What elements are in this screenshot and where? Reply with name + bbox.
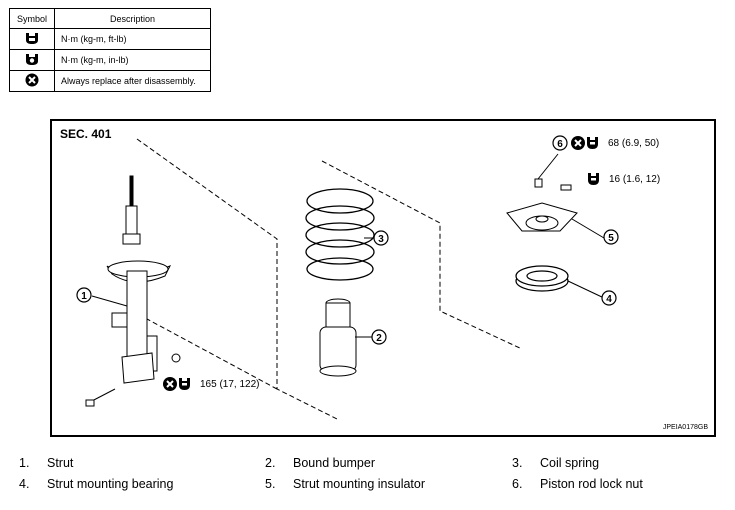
list-item: 1. Strut [19, 456, 73, 470]
torque-wrench-inlb-icon [25, 53, 39, 68]
legend-description: Always replace after disassembly. [54, 70, 211, 92]
torque-insulator-bolt: 16 (1.6, 12) [609, 174, 661, 185]
always-replace-icon [25, 73, 39, 89]
list-item: 4. Strut mounting bearing [19, 477, 173, 491]
callout-label: 6 [557, 139, 563, 150]
part-number: 1. [19, 456, 30, 470]
always-replace-icon [571, 136, 585, 150]
torque-strut-bolt: 165 (17, 122) [200, 379, 260, 390]
torque-wrench-icon [179, 378, 190, 390]
strut-exploded-diagram: SEC. 401 [50, 119, 716, 437]
legend-symbol-cell [9, 28, 55, 50]
part-name: Bound bumper [293, 456, 376, 470]
callout-5: 5 [603, 229, 619, 245]
torque-wrench-icon [587, 137, 598, 149]
callout-6: 6 [552, 135, 568, 151]
legend-row: N·m (kg-m, in-lb) [9, 49, 211, 71]
legend-header-row: Symbol Description [9, 8, 211, 29]
strut-mounting-insulator-drawing [506, 178, 578, 232]
part-number: 5. [265, 477, 276, 491]
list-item: 2. Bound bumper [265, 456, 375, 470]
list-item: 3. Coil spring [512, 456, 599, 470]
part-name: Coil spring [540, 456, 600, 470]
figure-code: JPEIA0178GB [662, 424, 708, 431]
leader-lines [91, 153, 605, 338]
diagram-drawing: 1 2 3 4 5 6 [76, 135, 619, 420]
strut-mounting-bearing-drawing [515, 265, 569, 292]
part-name: Strut mounting insulator [293, 477, 426, 491]
list-item: 5. Strut mounting insulator [265, 477, 425, 491]
part-number: 4. [19, 477, 30, 491]
part-number: 6. [512, 477, 523, 491]
callout-label: 1 [81, 291, 87, 302]
coil-spring-drawing [305, 188, 375, 281]
legend-description: N·m (kg-m, ft-lb) [54, 28, 211, 50]
legend-header-description: Description [54, 8, 211, 29]
torque-wrench-icon [588, 173, 599, 185]
part-name: Strut mounting bearing [47, 477, 174, 491]
part-number: 3. [512, 456, 523, 470]
strut-drawing [85, 175, 181, 407]
legend-header-symbol: Symbol [9, 8, 55, 29]
legend-symbol-cell [9, 49, 55, 71]
symbol-legend-table: Symbol Description N·m (kg-m, ft-lb) N·m… [9, 8, 211, 92]
torque-piston-rod-nut: 68 (6.9, 50) [608, 138, 660, 149]
callout-label: 5 [608, 233, 614, 244]
list-item: 6. Piston rod lock nut [512, 477, 643, 491]
callout-4: 4 [601, 290, 617, 306]
torque-wrench-icon [25, 32, 39, 47]
callout-label: 3 [378, 234, 384, 245]
legend-row: Always replace after disassembly. [9, 70, 211, 92]
section-number: SEC. 401 [60, 127, 112, 141]
legend-symbol-cell [9, 70, 55, 92]
always-replace-icon [163, 377, 177, 391]
part-name: Piston rod lock nut [540, 477, 643, 491]
legend-row: N·m (kg-m, ft-lb) [9, 28, 211, 50]
callout-2: 2 [371, 329, 387, 345]
legend-description: N·m (kg-m, in-lb) [54, 49, 211, 71]
part-number: 2. [265, 456, 276, 470]
callout-1: 1 [76, 287, 92, 303]
callout-3: 3 [373, 230, 389, 246]
bound-bumper-drawing [319, 298, 357, 377]
part-name: Strut [47, 456, 74, 470]
callout-label: 2 [376, 333, 382, 344]
assembly-lines [136, 138, 523, 420]
callout-label: 4 [606, 294, 612, 305]
